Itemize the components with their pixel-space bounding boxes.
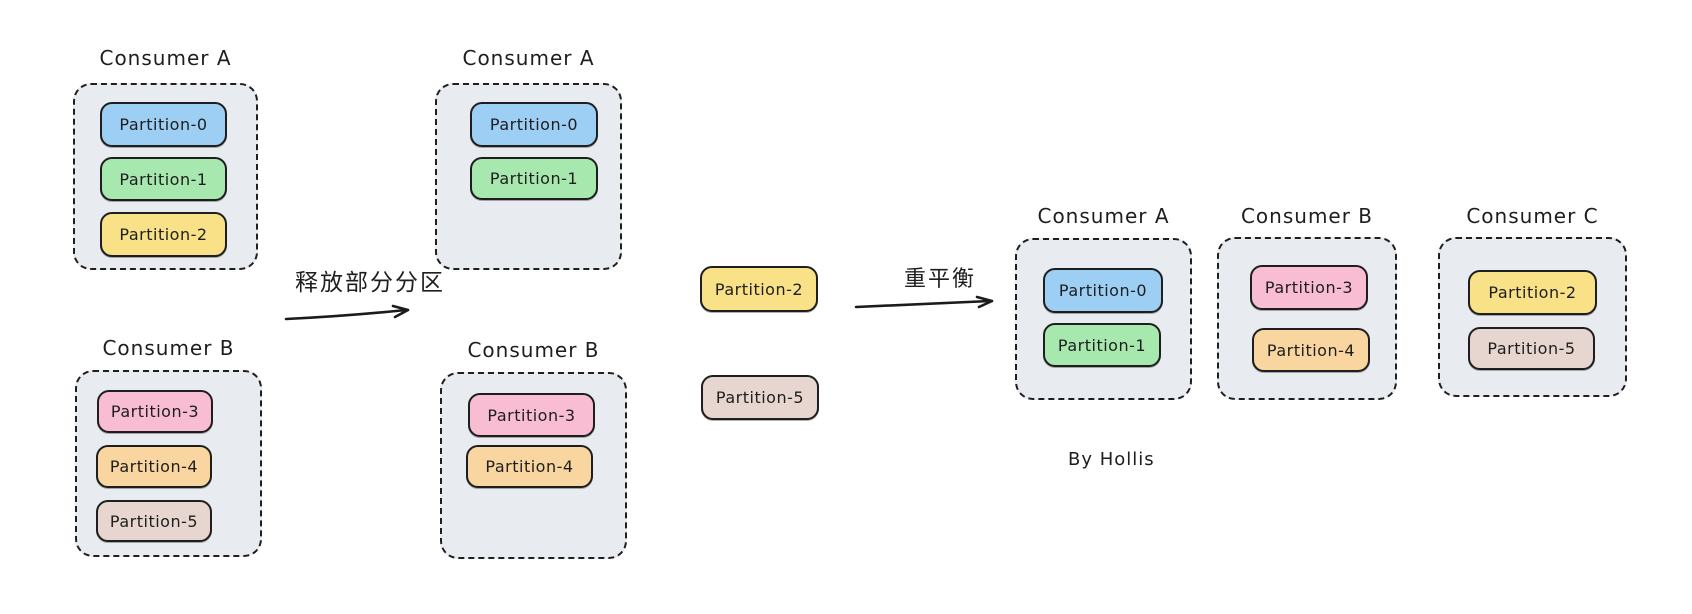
partition-pill: Partition-2 <box>100 212 227 257</box>
partition-pill: Partition-3 <box>1250 265 1368 310</box>
partition-pill: Partition-1 <box>470 157 598 200</box>
byline: By Hollis <box>1068 449 1155 470</box>
rebalance-arrow-label: 重平衡 <box>903 267 976 292</box>
stage1-consumer-b-title: Consumer B <box>102 336 235 360</box>
partition-pill: Partition-1 <box>1043 323 1161 367</box>
stage3-consumer-b-title: Consumer B <box>1240 204 1374 228</box>
stage3-consumer-c-box <box>1438 237 1627 397</box>
release-arrow-icon <box>284 304 410 321</box>
partition-pill: Partition-4 <box>466 445 593 488</box>
unassigned-partition-pill: Partition-5 <box>701 375 819 420</box>
stage3-consumer-b-box <box>1217 237 1397 400</box>
partition-pill: Partition-1 <box>100 157 227 201</box>
stage1-consumer-a-title: Consumer A <box>99 46 232 70</box>
partition-pill: Partition-3 <box>97 390 213 433</box>
release-arrow-label: 释放部分分区 <box>295 270 445 296</box>
stage3-consumer-a-title: Consumer A <box>1037 204 1170 228</box>
partition-pill: Partition-2 <box>1468 270 1597 315</box>
partition-pill: Partition-5 <box>1468 327 1595 370</box>
partition-pill: Partition-4 <box>1252 328 1370 372</box>
stage2-consumer-b-title: Consumer B <box>467 338 600 362</box>
partition-pill: Partition-3 <box>468 393 595 437</box>
partition-pill: Partition-0 <box>100 102 227 147</box>
stage3-consumer-c-title: Consumer C <box>1466 204 1599 228</box>
stage3-consumer-a-box <box>1015 238 1192 400</box>
partition-pill: Partition-5 <box>96 500 212 542</box>
partition-pill: Partition-0 <box>1043 268 1163 313</box>
partition-pill: Partition-4 <box>96 445 212 488</box>
rebalance-arrow-icon <box>854 295 994 309</box>
stage2-consumer-a-title: Consumer A <box>462 46 595 70</box>
partition-pill: Partition-0 <box>470 102 598 147</box>
unassigned-partition-pill: Partition-2 <box>700 266 818 312</box>
